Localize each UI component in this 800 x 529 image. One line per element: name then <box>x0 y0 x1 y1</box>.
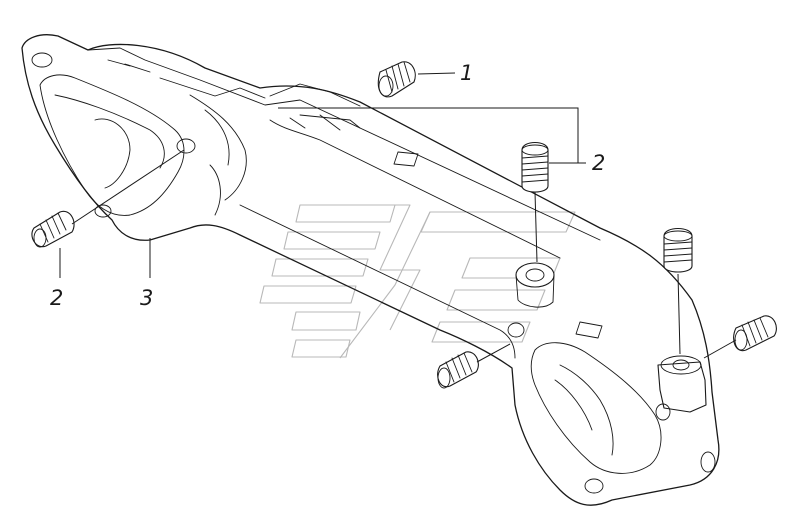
right-flange-bolt-hole <box>507 322 525 338</box>
center-boss <box>515 262 555 288</box>
stud-part2-bottom <box>437 351 479 389</box>
right-flange-bolt-hole-4 <box>655 403 671 421</box>
left-flange-bolt-hole-3 <box>94 204 112 218</box>
right-flange-bolt-hole-3 <box>584 478 604 494</box>
boss-pad <box>393 151 419 167</box>
stud-part2-right <box>733 315 777 352</box>
left-flange-bolt-hole-2 <box>176 138 196 154</box>
right-flange-bolt-hole-2 <box>700 451 716 473</box>
leader-lines <box>59 72 737 363</box>
stud-part2-left <box>31 210 75 248</box>
stud-part2-right-top <box>663 227 693 273</box>
callout-3: 3 <box>140 286 153 310</box>
boss-pad-2 <box>575 321 603 339</box>
left-flange-bolt-hole <box>31 52 53 68</box>
exhaust-manifold-body <box>21 34 720 506</box>
callout-2-upper: 2 <box>592 151 605 175</box>
callout-2-left: 2 <box>50 286 63 310</box>
callout-1: 1 <box>460 61 473 85</box>
stud-part1 <box>377 61 416 98</box>
stud-part2-upper <box>521 141 549 193</box>
watermark-logo <box>259 204 576 359</box>
